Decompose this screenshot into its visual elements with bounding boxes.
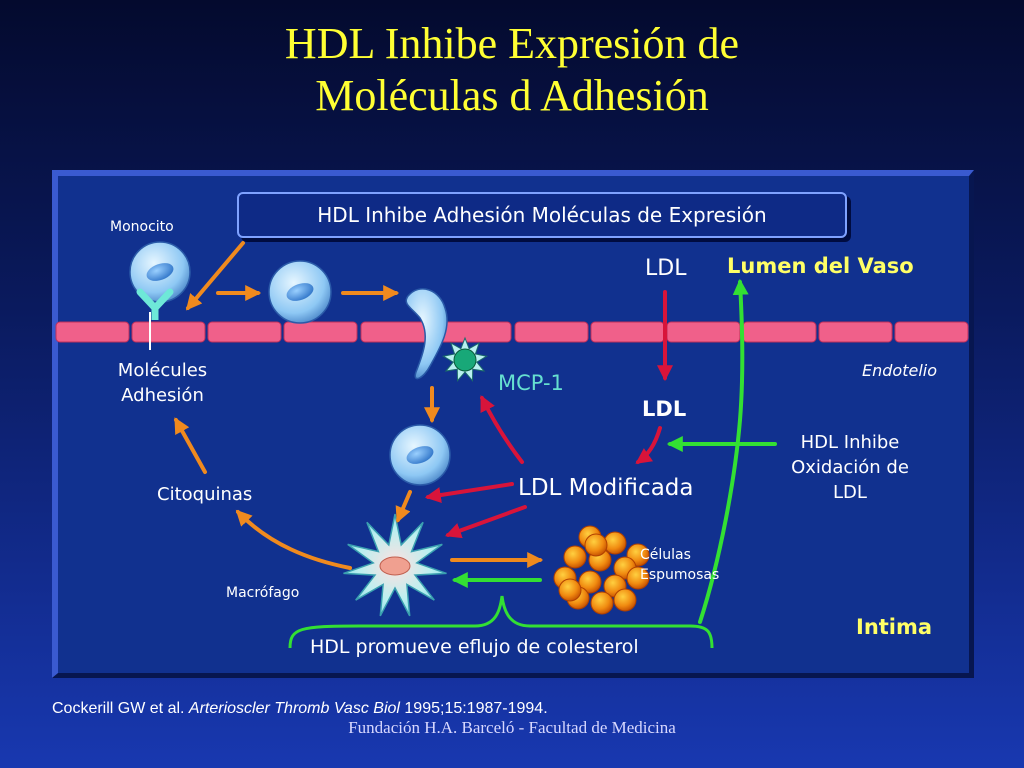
endothelial-cell (131, 321, 206, 343)
foam-cell (590, 591, 614, 615)
ldl-intima-label: LDL (642, 397, 687, 421)
endothelial-cell (55, 321, 130, 343)
monocito-label: Monocito (110, 219, 174, 235)
mcp1-label: MCP-1 (498, 371, 564, 395)
hdl-adhesion-box-text: HDL Inhibe Adhesión Moléculas de Expresi… (317, 203, 767, 227)
foam-cell (563, 545, 587, 569)
hdl-oxidation-label: HDL Inhibe Oxidación de LDL (770, 430, 930, 505)
endothelial-cell (514, 321, 589, 343)
adhesion-molecules-line-2: Adhesión (121, 385, 204, 406)
citoquinas-label: Citoquinas (157, 484, 253, 505)
foam-cell (584, 533, 608, 557)
box-to-receptor-arrow (185, 241, 245, 311)
efflux-to-lumen-arrow (698, 278, 749, 624)
citation: Cockerill GW et al. Arterioscler Thromb … (52, 700, 548, 718)
hdl-adhesion-box: HDL Inhibe Adhesión Moléculas de Expresi… (237, 192, 847, 238)
endothelial-cell (894, 321, 969, 343)
foam-cell (613, 588, 637, 612)
adhesion-molecules-line-1: Molécules (117, 360, 208, 381)
adhesion-molecules-label: Molécules Adhesión (100, 358, 225, 408)
intima-monocyte (389, 424, 451, 486)
macrophage-cell (343, 513, 447, 617)
hdl-oxidation-line-2: Oxidación de (791, 457, 909, 478)
title-line-2: Moléculas d Adhesión (315, 71, 709, 120)
endotelio-label: Endotelio (862, 361, 937, 380)
title-line-1: HDL Inhibe Expresión de (284, 19, 740, 68)
diagram-panel (52, 170, 974, 678)
cytokine-to-adhesion-arrow (174, 417, 207, 474)
ldl-mod-to-monocyte-arrow (424, 482, 514, 503)
macrophage-to-cytokine-arrow (235, 509, 352, 570)
ldl-lumen-label: LDL (645, 256, 687, 281)
ldl-oxidation-arrow (635, 426, 662, 464)
foam-cells-line-1: Células (640, 547, 691, 563)
endothelial-cell (283, 321, 358, 343)
adhesion-receptor (136, 288, 174, 350)
foam-cells-line-2: Espumosas (640, 567, 720, 583)
endothelium-layer (55, 321, 969, 343)
foam-cell (578, 570, 602, 594)
citation-details: 1995;15:1987-1994. (404, 700, 548, 717)
foam-cell (558, 578, 582, 602)
macrofago-label: Macrófago (226, 585, 300, 601)
endothelial-cell (590, 321, 665, 343)
endothelial-cell (818, 321, 893, 343)
pathway-arrows (174, 241, 777, 624)
citation-authors: Cockerill GW et al. (52, 700, 185, 717)
ldl-mod-to-macrophage-arrow (444, 505, 527, 539)
footer: Fundación H.A. Barceló - Facultad de Med… (348, 718, 676, 737)
lumen-label: Lumen del Vaso (727, 254, 914, 278)
endothelial-cell (437, 321, 512, 343)
efflux-brace (288, 595, 714, 649)
mcp1-chemokine (441, 336, 489, 383)
efflux-label: HDL promueve eflujo de colesterol (310, 636, 639, 658)
endothelial-cell (207, 321, 282, 343)
foam-cell (626, 566, 650, 590)
slide-title: HDL Inhibe Expresión de Moléculas d Adhe… (0, 18, 1024, 122)
rolling-monocyte (268, 260, 332, 324)
ldl-modificada-label: LDL Modificada (518, 475, 694, 501)
hdl-oxidation-line-3: LDL (833, 482, 867, 503)
monocyte-to-macrophage-arrow (395, 490, 412, 523)
intima-label: Intima (856, 615, 933, 639)
hdl-oxidation-line-1: HDL Inhibe (800, 432, 900, 453)
endothelial-cell (742, 321, 817, 343)
ldl-mod-to-mcp1-arrow (480, 395, 524, 464)
citation-journal: Arterioscler Thromb Vasc Biol (188, 700, 400, 717)
transmigrating-monocyte (405, 288, 448, 380)
endothelial-cell (666, 321, 741, 343)
foam-cells-label: Células Espumosas (640, 545, 719, 585)
foam-cell-cluster (553, 525, 650, 615)
